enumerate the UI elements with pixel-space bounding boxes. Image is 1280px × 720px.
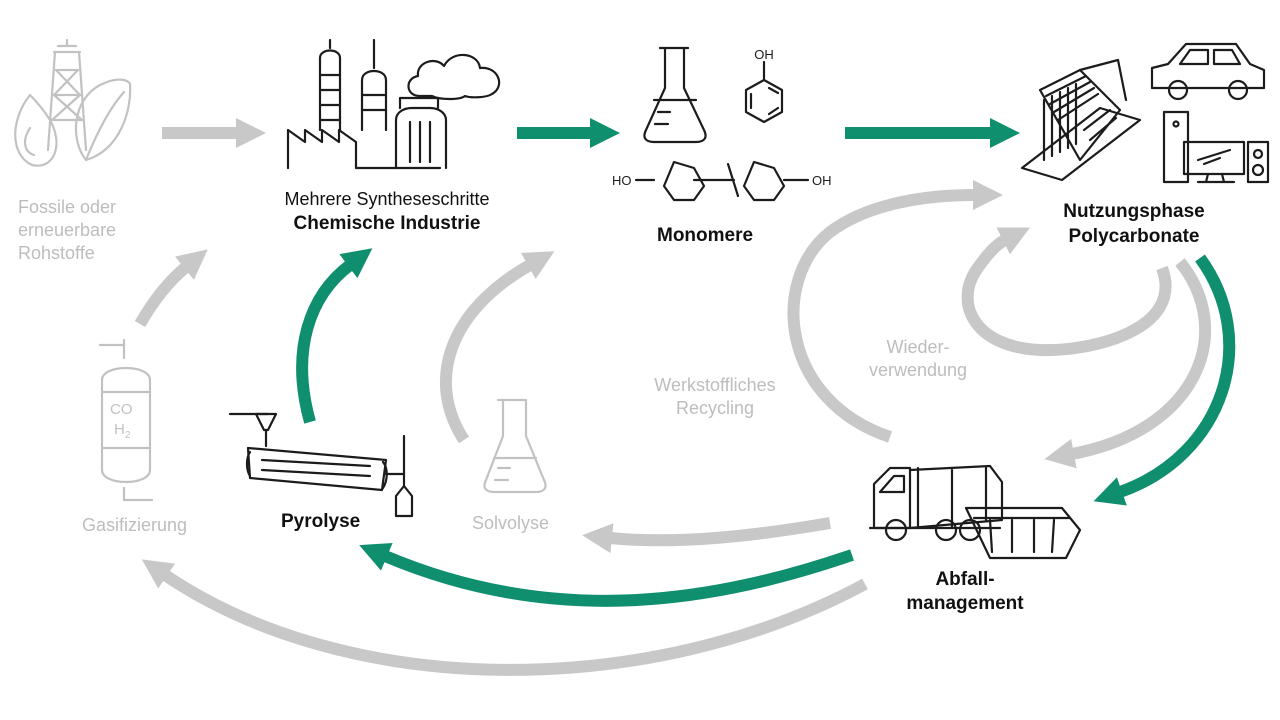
arrow-solvolysis-to-monomers <box>439 251 555 444</box>
computer-icon <box>1162 110 1270 184</box>
car-icon <box>1150 42 1266 101</box>
polycarbonate-sheets-icon <box>1020 58 1142 182</box>
flask-icon-top <box>643 46 707 144</box>
skip-container-icon <box>964 506 1082 560</box>
chem-industry-line2: Chemische Industrie <box>293 213 481 234</box>
chem-industry-line1: Mehrere Syntheseschritte <box>284 189 490 209</box>
oil-rig-leaf-icon <box>14 38 132 167</box>
arrow-use-to-waste-green <box>1093 254 1236 506</box>
arrow-gasification-to-raw <box>134 249 208 327</box>
h2-h: H <box>114 421 125 438</box>
arrows <box>134 118 1236 676</box>
arrow-waste-to-solvolysis <box>582 517 832 554</box>
gasifier-icon: CO H2 <box>98 338 154 502</box>
arrow-pyrolysis-to-chem <box>296 248 373 424</box>
h2-sub: 2 <box>125 430 131 441</box>
factory-icon <box>286 38 501 170</box>
mechanical-recycling-label: Werkstoffliches Recycling <box>654 375 776 418</box>
phenol-icon: OH <box>744 47 784 124</box>
arrow-reuse-loop <box>961 227 1172 357</box>
use-phase-line1: Nutzungsphase <box>1063 201 1205 222</box>
pyrolysis-tube-icon <box>228 412 414 518</box>
bpa-oh-label: OH <box>812 173 832 188</box>
phenol-oh-label: OH <box>754 47 774 62</box>
waste-management-label: Abfall- management <box>906 569 1024 615</box>
arrow-waste-to-pyrolysis <box>359 542 854 607</box>
garbage-truck-icon <box>868 464 1004 542</box>
bisphenol-a-icon: HO OH <box>612 160 832 202</box>
gasification-label: Gasifizierung <box>82 515 188 535</box>
solvolysis-label: Solvolyse <box>472 513 550 533</box>
reuse-label: Wieder- verwendung <box>868 337 968 380</box>
monomers-label: Monomere <box>657 225 754 246</box>
arrow-use-to-waste-gray <box>1044 258 1211 469</box>
bpa-ho-label: HO <box>612 173 632 188</box>
pyrolysis-label: Pyrolyse <box>281 511 361 532</box>
h2-label: H2 <box>114 421 131 441</box>
co-label: CO <box>110 401 133 418</box>
arrow-mechanical-recycling <box>787 180 1003 443</box>
solvolysis-flask-icon <box>483 398 547 494</box>
arrow-waste-to-gasification <box>141 559 868 676</box>
raw-materials-label: Fossile oder erneuerbare Rohstoffe <box>18 197 117 263</box>
use-phase-line2: Polycarbonate <box>1068 226 1200 247</box>
